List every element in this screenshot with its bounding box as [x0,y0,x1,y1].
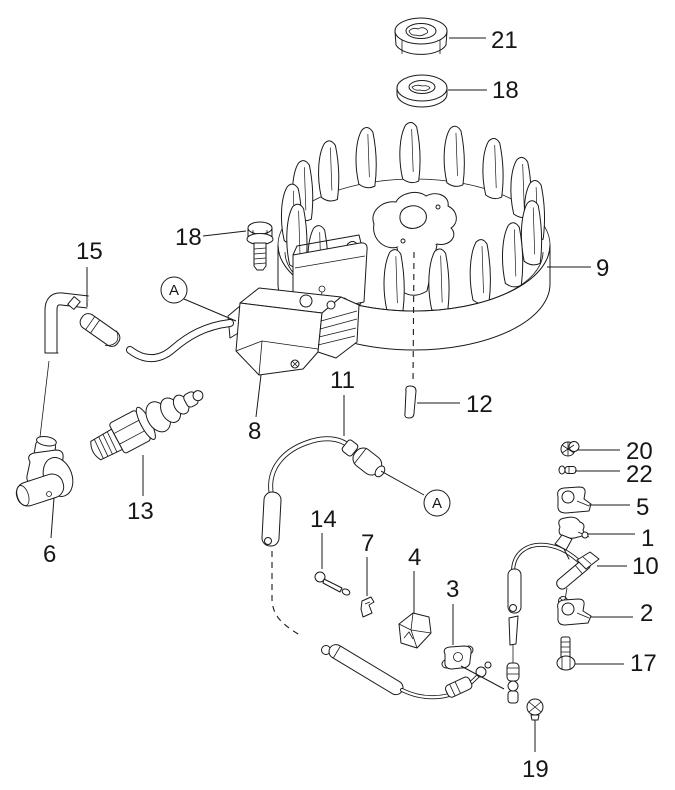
wire-retainer-illustration [554,516,590,551]
cable-clamp-lower-illustration [557,596,592,626]
callout-21-label: 21 [491,27,518,54]
washer-illustration [396,74,448,108]
leader-lines [50,37,635,752]
callout-9-label: 9 [596,255,609,282]
key-illustration [404,385,417,419]
callout-22-label: 22 [626,461,653,488]
callout-10-label: 10 [632,553,659,580]
flange-screw-illustration [556,636,576,671]
clip-illustration [360,596,375,618]
throttle-cable-end-illustration [506,542,583,704]
callout-4-label: 4 [408,544,421,571]
callout-18-washer-label: 18 [492,77,519,104]
ref-marker-a1: A [160,276,188,304]
small-screw-illustration [558,465,577,475]
callout-15-label: 15 [76,238,103,265]
callout-3-label: 3 [446,576,459,603]
callout-14-label: 14 [310,506,337,533]
callout-11-label: 11 [330,367,355,394]
spark-plug-illustration [90,390,204,461]
callout-13-label: 13 [127,498,154,525]
ignition-coil-illustration [227,287,360,376]
callout-2-label: 2 [640,600,653,627]
leader-18-bolt [202,230,247,237]
push-nut-illustration [560,441,580,457]
stop-lever-illustration [556,551,600,601]
flange-bolt-illustration [246,221,274,271]
ref-a2-label: A [432,495,442,512]
callout-8-label: 8 [248,418,261,445]
callout-labels: 21 18 9 18 15 8 11 12 14 7 4 3 20 22 5 1… [43,27,659,783]
callout-6-label: 6 [43,541,56,568]
cable-clamp-upper-illustration [557,486,592,514]
callout-17-label: 17 [630,650,657,677]
cable-stop-illustration [441,645,474,670]
screw-illustration [526,698,544,721]
ref-a1-label: A [169,282,179,299]
leader-6 [50,497,55,539]
callout-1-label: 1 [641,525,654,552]
callout-18-bolt-label: 18 [175,224,202,251]
cotter-pin-illustration [314,571,351,596]
callout-5-label: 5 [636,494,649,521]
callout-20-label: 20 [626,438,653,465]
nut-illustration [394,17,448,55]
grommet-illustration [398,612,432,649]
leader-8 [255,374,262,418]
leader-ref-a2 [380,470,425,496]
stop-switch-wire-illustration [261,436,492,700]
ref-marker-a2: A [423,489,451,517]
spark-plug-cap-illustration [15,435,74,507]
wire-terminal [79,313,121,347]
callout-19-label: 19 [522,756,549,783]
leader-3-cable [460,665,505,690]
spark-plug-wire-illustration [39,292,234,438]
leader-ref-a1 [183,298,237,322]
callout-12-label: 12 [466,391,493,418]
callout-7-label: 7 [361,530,374,557]
wire-connector [341,439,386,478]
